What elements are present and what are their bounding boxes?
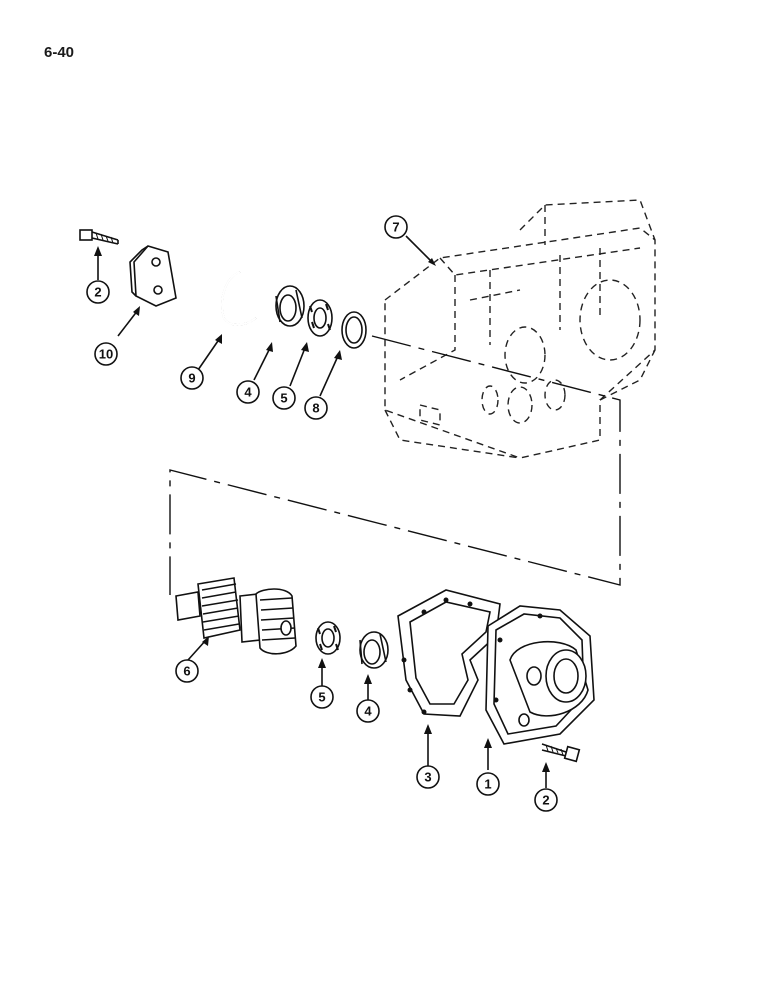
callout-label-5-top: 5: [280, 391, 287, 406]
callout-8: 8: [304, 396, 328, 420]
assembly-alignment-line: [169, 335, 621, 595]
callout-label-4-bottom: 4: [364, 704, 372, 719]
callout-label-3: 3: [424, 770, 431, 785]
plate-part-10: [117, 245, 177, 337]
callout-label-9: 9: [188, 371, 195, 386]
housing-leader-part-7: [405, 235, 436, 266]
gasket-part-3: [397, 589, 501, 766]
snap-ring-part-9: [197, 271, 257, 371]
callout-label-5-bottom: 5: [318, 690, 325, 705]
gear-shaft-part-6: [175, 577, 297, 661]
callout-10: 10: [94, 342, 118, 366]
seal-ring-part-8: [319, 311, 367, 397]
callout-5-bottom: 5: [310, 685, 334, 709]
callout-2-top: 2: [86, 280, 110, 304]
callout-5-top: 5: [272, 386, 296, 410]
transmission-housing-phantom: [384, 199, 656, 459]
callout-3: 3: [416, 765, 440, 789]
bearing-cone-part-5-bottom: [315, 621, 341, 686]
callout-label-8: 8: [312, 401, 319, 416]
callout-1: 1: [476, 772, 500, 796]
cover-housing-part-1: [484, 605, 595, 770]
callout-2-bottom: 2: [534, 788, 558, 812]
callout-label-7: 7: [392, 220, 399, 235]
callout-9: 9: [180, 366, 204, 390]
callout-4-top: 4: [236, 380, 260, 404]
callout-label-4-top: 4: [244, 385, 252, 400]
bearing-cup-part-4-top: [253, 285, 305, 381]
callout-label-2-bottom: 2: [542, 793, 549, 808]
callout-label-2-top: 2: [94, 285, 101, 300]
callout-label-6: 6: [183, 664, 190, 679]
bolt-part-2-top: [79, 229, 119, 280]
callout-label-1: 1: [484, 777, 491, 792]
callout-6: 6: [175, 659, 199, 683]
callout-4-bottom: 4: [356, 699, 380, 723]
page-number: 6-40: [44, 44, 75, 61]
bolt-part-2-bottom: [541, 743, 581, 788]
callout-7: 7: [384, 215, 408, 239]
bearing-cone-part-5-top: [289, 299, 333, 387]
bearing-cup-part-4-bottom: [359, 631, 389, 700]
callout-label-10: 10: [99, 347, 113, 362]
